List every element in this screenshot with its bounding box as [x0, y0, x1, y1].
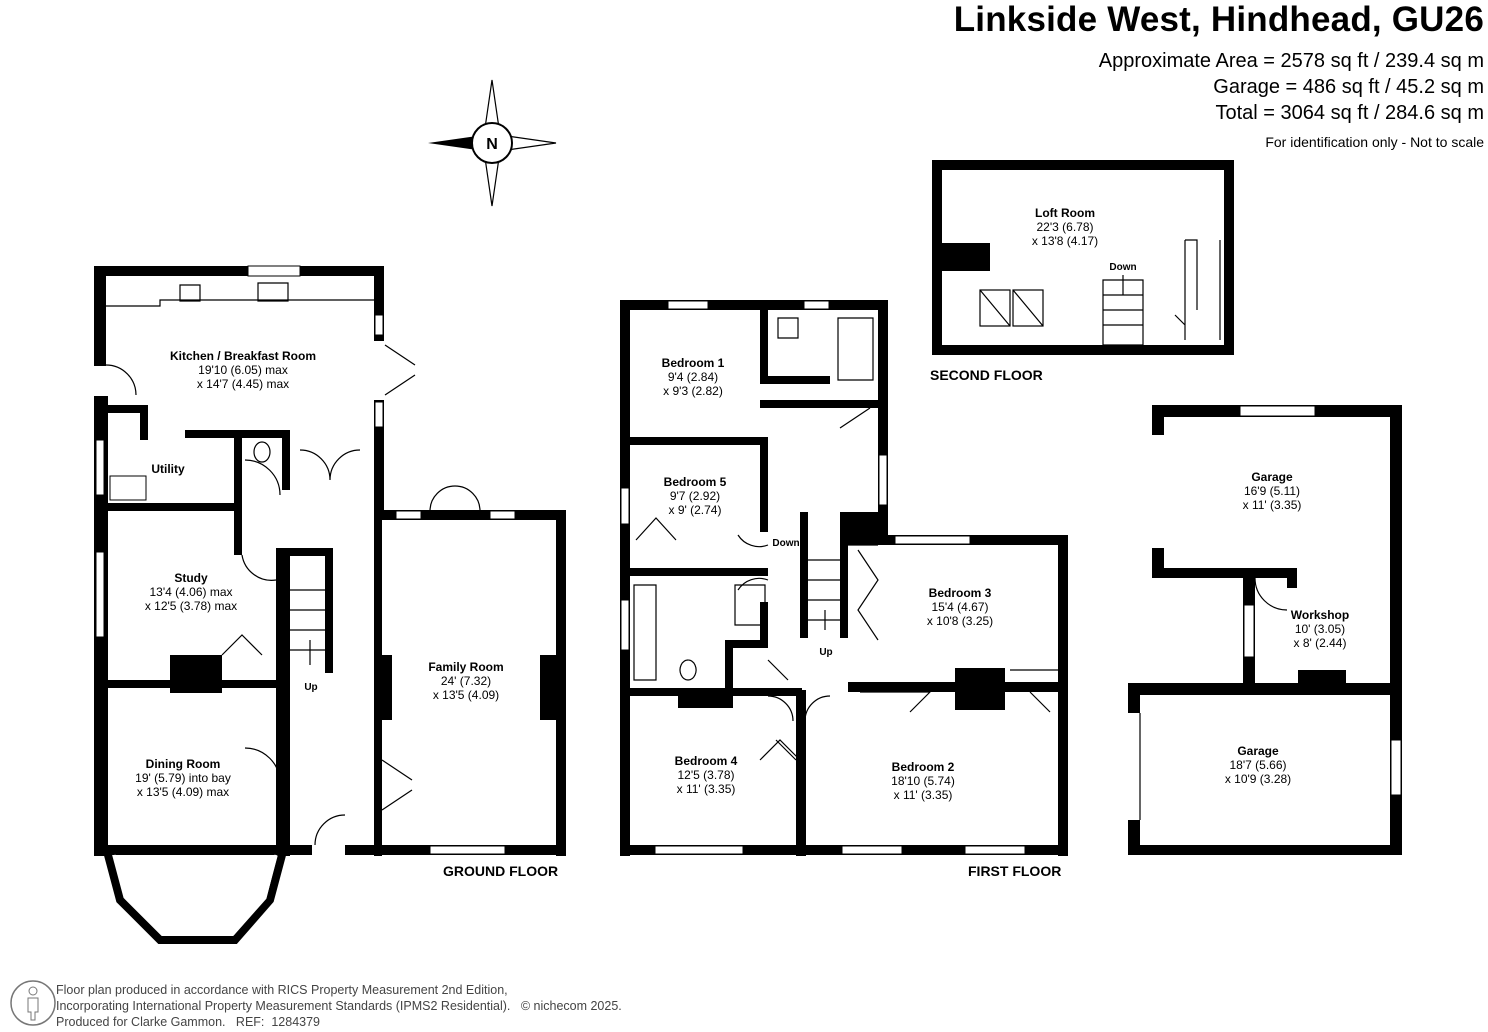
room-label-bedroom-4: Bedroom 4: [675, 754, 738, 768]
total-area: Total = 3064 sq ft / 284.6 sq m: [1215, 102, 1485, 124]
room-dim: 9'4 (2.84): [668, 370, 718, 384]
ground-floor-label: GROUND FLOOR: [443, 863, 558, 879]
garage-area: Garage = 486 sq ft / 45.2 sq m: [1213, 76, 1484, 98]
garage-plan: Garage 16'9 (5.11) x 11' (3.35) Workshop…: [1128, 405, 1402, 855]
room-label-kitchen: Kitchen / Breakfast Room: [170, 349, 316, 363]
stairs-down-label: Down: [772, 538, 799, 549]
room-dim: x 11' (3.35): [677, 782, 736, 796]
room-dim-study-1: 13'4 (4.06) max: [150, 585, 233, 599]
room-dim: x 9'3 (2.82): [663, 384, 723, 398]
room-dim: 22'3 (6.78): [1037, 220, 1094, 234]
room-label-family: Family Room: [428, 660, 503, 674]
compass-north-label: N: [486, 136, 498, 153]
footer-line-3: Produced for Clarke Gammon. REF: 1284379: [56, 1015, 321, 1029]
room-dim-kitchen-1: 19'10 (6.05) max: [198, 363, 288, 377]
room-label-bedroom-1: Bedroom 1: [662, 356, 725, 370]
room-dim: 15'4 (4.67): [932, 600, 989, 614]
room-dim: x 8' (2.44): [1294, 636, 1347, 650]
room-dim-kitchen-2: x 14'7 (4.45) max: [197, 377, 289, 391]
stairs-up-label-first: Up: [819, 647, 832, 658]
disclaimer-note: For identification only - Not to scale: [1265, 134, 1484, 150]
room-dim: 16'9 (5.11): [1244, 484, 1300, 498]
room-label-garage-1: Garage: [1251, 470, 1293, 484]
room-dim: 9'7 (2.92): [670, 489, 720, 503]
room-dim: x 11' (3.35): [894, 788, 953, 802]
room-dim-dining-2: x 13'5 (4.09) max: [137, 785, 229, 799]
room-dim: x 13'8 (4.17): [1032, 234, 1098, 248]
room-label-bedroom-2: Bedroom 2: [892, 760, 955, 774]
room-label-dining: Dining Room: [146, 757, 221, 771]
footer-line-1: Floor plan produced in accordance with R…: [56, 983, 508, 997]
room-dim-family-2: x 13'5 (4.09): [433, 688, 499, 702]
second-floor-label: SECOND FLOOR: [930, 367, 1043, 383]
room-dim: 10' (3.05): [1295, 622, 1345, 636]
stairs-up-label: Up: [304, 682, 317, 693]
room-dim: 18'7 (5.66): [1230, 758, 1287, 772]
room-label-study: Study: [174, 571, 208, 585]
first-floor-label: FIRST FLOOR: [968, 863, 1061, 879]
room-label-bedroom-3: Bedroom 3: [929, 586, 992, 600]
first-floor-plan: Down Up Bedroom 1 9'4 (2.84) x 9'3 (2.82…: [620, 300, 1068, 879]
room-dim-family-1: 24' (7.32): [441, 674, 491, 688]
footer-standards: Incorporating International Property Mea…: [56, 999, 511, 1013]
person-info-icon: [10, 980, 56, 1026]
room-dim-dining-1: 19' (5.79) into bay: [135, 771, 231, 785]
stairs-down-label-loft: Down: [1109, 262, 1136, 273]
room-dim: x 10'9 (3.28): [1225, 772, 1291, 786]
room-dim: x 9' (2.74): [669, 503, 722, 517]
footer-line-2: Incorporating International Property Mea…: [56, 999, 622, 1013]
room-dim: 18'10 (5.74): [891, 774, 955, 788]
ground-floor-plan: Utility Kitchen / Breakfast Room 19'10 (…: [94, 265, 566, 944]
room-label-loft: Loft Room: [1035, 206, 1095, 220]
room-label-garage-2: Garage: [1237, 744, 1279, 758]
approximate-area: Approximate Area = 2578 sq ft / 239.4 sq…: [1098, 50, 1484, 72]
room-label-workshop: Workshop: [1291, 608, 1349, 622]
property-title: Linkside West, Hindhead, GU26: [953, 0, 1484, 39]
room-label-utility: Utility: [151, 462, 185, 476]
second-floor-plan: Loft Room 22'3 (6.78) x 13'8 (4.17) Down…: [930, 160, 1234, 383]
room-label-bedroom-5: Bedroom 5: [664, 475, 727, 489]
footer-copyright: © nichecom 2025.: [520, 999, 622, 1013]
room-dim-study-2: x 12'5 (3.78) max: [145, 599, 237, 613]
compass-icon: N: [428, 79, 557, 207]
room-dim: 12'5 (3.78): [678, 768, 735, 782]
room-dim: x 10'8 (3.25): [927, 614, 993, 628]
room-dim: x 11' (3.35): [1243, 498, 1302, 512]
